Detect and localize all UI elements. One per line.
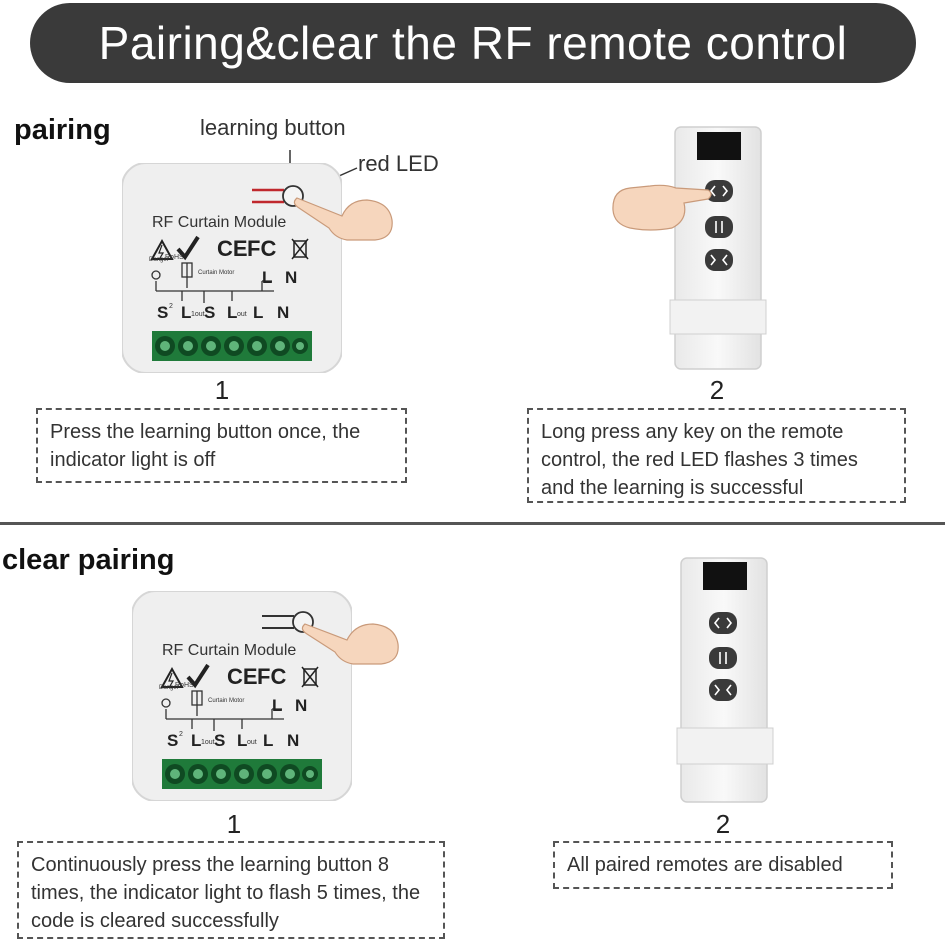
section-divider [0,522,945,525]
ce-mark: CE [217,236,248,261]
clear-top-n-label: N [295,696,307,715]
terminal-labels: S 2 L 1out S L out L N [157,303,289,322]
remote-open-button [705,180,733,202]
hand-icon [612,184,712,231]
clear-terminal-labels: S 2 L 1out S L out L N [167,731,299,750]
clear-terminal-s: S [214,731,225,750]
top-l-label: L [262,268,272,287]
remote-pause-button [705,216,733,238]
clear-remote-illustration [676,557,774,803]
top-n-label: N [285,268,297,287]
terminal-l1-sub: 1out [191,311,205,318]
module-label: RF Curtain Module [152,214,286,231]
callout-learning-button: learning button [200,115,346,140]
clear-step1-number: 1 [226,809,242,839]
terminal-lout: L [227,303,237,322]
curtain-motor-label: Curtain Motor [198,270,234,276]
clear-pairing-heading: clear pairing [2,544,175,576]
clear-curtain-motor-label: Curtain Motor [208,698,244,704]
pairing-step1-number: 1 [214,375,230,405]
pairing-step1-caption: Press the learning button once, the indi… [36,408,407,483]
terminal-s: S [204,303,215,322]
terminal-s2-sup: 2 [169,303,173,310]
terminal-l1: L [181,303,191,322]
clear-remote-close-button [709,679,737,701]
terminal-lout-sub: out [237,311,247,318]
remote-close-button [705,249,733,271]
terminal-n: N [277,303,289,322]
pairing-heading: pairing [14,114,111,146]
clear-terminal-s2-sup: 2 [179,731,183,738]
pairing-step2-caption: Long press any key on the remote control… [527,408,906,503]
clear-terminal-s2: S [167,731,178,750]
clear-terminal-n: N [287,731,299,750]
clear-terminal-l1-sub: 1out [201,739,215,746]
clear-ce-mark: CE [227,664,258,689]
pairing-step2-number: 2 [709,375,725,405]
clear-remote-pause-button [709,647,737,669]
clear-step2-caption: All paired remotes are disabled [553,841,893,889]
clear-terminal-l: L [263,731,273,750]
clear-step2-number: 2 [715,809,731,839]
terminal-s2: S [157,303,168,322]
clear-module-label: RF Curtain Module [162,642,296,659]
clear-step1-caption: Continuously press the learning button 8… [17,841,445,939]
clear-rohs-mark: RoHS [175,682,194,689]
rohs-mark: RoHS [165,254,184,261]
clear-danger-mark: Danger [159,685,179,691]
clear-remote-open-button [709,612,737,634]
pairing-module-illustration: RF Curtain Module RoHS Danger CE FC Curt… [122,150,393,373]
clear-terminal-lout: L [237,731,247,750]
clear-fc-mark: FC [257,664,286,689]
callout-red-led: red LED [358,151,439,176]
page-title: Pairing&clear the RF remote control [30,3,916,83]
danger-mark: Danger [149,257,169,263]
fc-mark: FC [247,236,276,261]
clear-module-illustration: RF Curtain Module RoHS Danger CE FC Curt… [132,591,399,801]
clear-terminal-l1: L [191,731,201,750]
terminal-l: L [253,303,263,322]
pairing-remote-illustration [612,126,767,370]
clear-top-l-label: L [272,696,282,715]
clear-terminal-lout-sub: out [247,739,257,746]
